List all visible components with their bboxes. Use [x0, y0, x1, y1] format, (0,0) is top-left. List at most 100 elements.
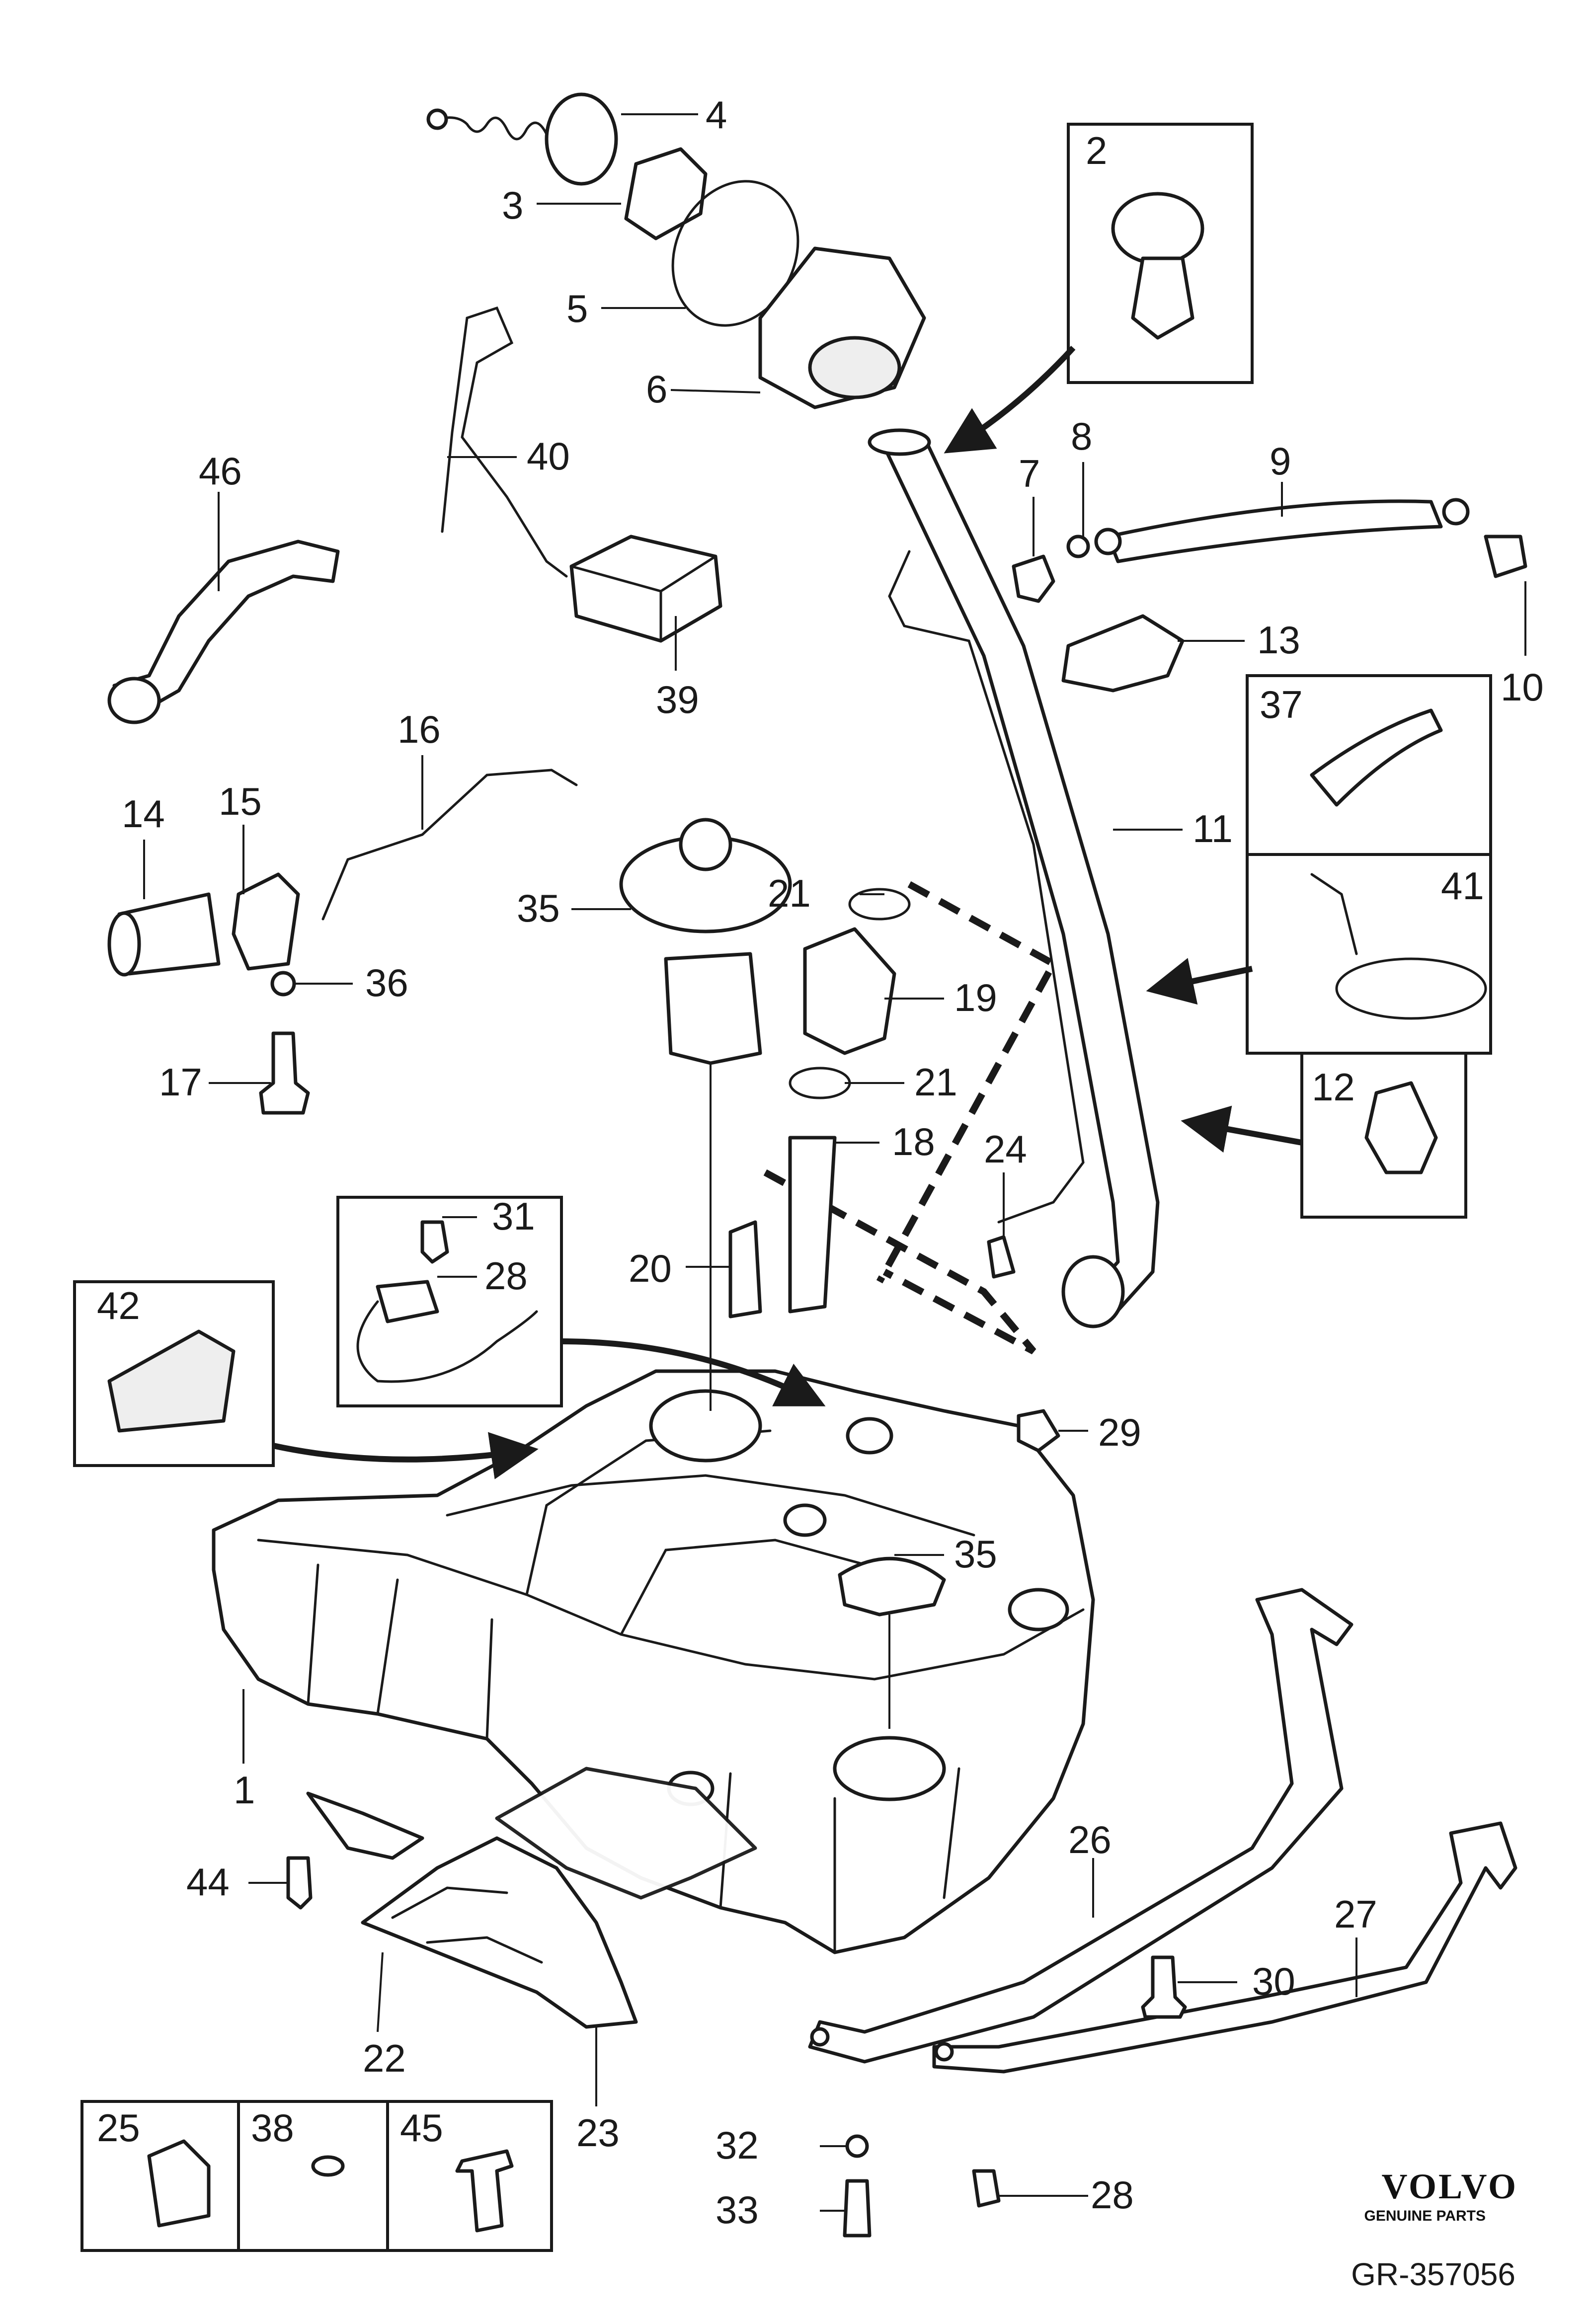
- washer-8: [1066, 535, 1090, 558]
- bolt-10: [1484, 535, 1527, 578]
- callout-43: 42: [97, 1284, 140, 1327]
- dashed-outline-upper: [876, 881, 1058, 1284]
- arrow-pad-to-tank: [272, 1432, 539, 1479]
- bolt-31: [1141, 1955, 1187, 2019]
- brand-tagline: GENUINE PARTS: [1364, 2208, 1486, 2224]
- callout-8: 8: [1071, 414, 1092, 458]
- filler-pipe: [868, 428, 1160, 1328]
- hose-19: [789, 888, 911, 1099]
- filter-bracket-15: [232, 872, 300, 971]
- callout-44: 44: [186, 1860, 230, 1904]
- callout-16: 16: [398, 707, 441, 751]
- pad-38: [1310, 708, 1443, 807]
- screw-44: [286, 1856, 313, 1910]
- wiring-41: [441, 306, 568, 578]
- callout-40: 39: [656, 678, 699, 721]
- vent-hose-46: [107, 540, 340, 724]
- callout-25: 24: [984, 1127, 1027, 1171]
- fuel-cap: [426, 92, 708, 240]
- callout-32: 31: [492, 1194, 535, 1238]
- arrow-clip-to-pipe: [1146, 958, 1253, 1005]
- screw-39: [311, 2155, 345, 2177]
- washer-33: [845, 2134, 869, 2158]
- callout-11: 11: [1193, 807, 1233, 851]
- arrow-clip12-to-pipe: [1181, 1105, 1303, 1153]
- callout-24: 25: [97, 2106, 140, 2150]
- callout-2: 2: [1086, 129, 1107, 172]
- callout-27: 27: [1334, 1892, 1377, 1936]
- callout-22: 22: [363, 2036, 406, 2080]
- drawing-code: GR-357056: [1351, 2256, 1515, 2292]
- callout-23: 23: [576, 2111, 620, 2155]
- clip-30: [1017, 1409, 1060, 1453]
- callout-29: 28: [484, 1254, 528, 1298]
- fuel-filter-14: [107, 892, 221, 977]
- callout-17: 17: [159, 1060, 202, 1104]
- bolt-34: [843, 2179, 872, 2238]
- callout-7: 7: [1019, 452, 1040, 495]
- callout-28: 28: [1091, 2173, 1134, 2217]
- callout-15: 15: [219, 779, 262, 823]
- nut-24: [147, 2139, 211, 2228]
- tank-strap: [808, 1588, 1517, 2074]
- callout-12: 12: [1312, 1065, 1355, 1109]
- callout-21-top: 21: [768, 871, 811, 915]
- screw-32: [420, 1220, 449, 1264]
- control-module-40: [569, 535, 722, 643]
- callout-10: 10: [1501, 665, 1544, 709]
- callout-18: 18: [892, 1120, 935, 1163]
- fuel-pump-35: [619, 818, 792, 1065]
- callout-36: 35: [954, 1532, 997, 1576]
- callout-37: 36: [365, 961, 408, 1005]
- callout-20: 20: [629, 1246, 672, 1290]
- callout-33: 32: [716, 2123, 759, 2167]
- heat-shield: [306, 1791, 638, 2029]
- callout-26: 26: [1068, 1818, 1112, 1861]
- callout-42: 41: [1441, 864, 1484, 908]
- callout-46: 46: [199, 449, 242, 493]
- callout-45: 45: [400, 2106, 443, 2150]
- ground-strap: [1094, 498, 1470, 563]
- sensor-29: [356, 1280, 538, 1383]
- callout-4: 4: [706, 93, 727, 137]
- fuel-tank: [212, 1369, 1095, 1954]
- inset-frame-42: [1246, 853, 1492, 1055]
- bolt-7: [1012, 554, 1055, 603]
- callout-13: 13: [1257, 618, 1300, 662]
- arrow-clamp-to-pipe: [944, 345, 1076, 454]
- callout-38: 37: [1260, 683, 1303, 726]
- clip-12: [1364, 1081, 1438, 1174]
- bolt-17: [259, 1031, 310, 1115]
- callout-31: 30: [1252, 1959, 1295, 2003]
- callout-3: 3: [502, 183, 523, 227]
- inset-frame-39: [237, 2100, 389, 2252]
- filler-housing: [758, 246, 926, 409]
- dashed-outline-lower: [763, 1169, 1036, 1355]
- leader-6: [670, 389, 761, 393]
- brand-logo: VOLVO: [1381, 2167, 1518, 2206]
- inset-frame-45: [386, 2100, 553, 2252]
- callout-1: 1: [234, 1768, 255, 1812]
- callout-6: 6: [646, 367, 667, 411]
- callout-41: 40: [527, 434, 570, 478]
- callouts: 4 3 5 6 2 7 8 9 10 13 11 37 41 12 40 39 …: [97, 93, 1544, 2232]
- fuel-line-16: [321, 769, 578, 921]
- clip-42: [1310, 873, 1487, 1020]
- washer-37: [270, 971, 296, 997]
- callout-9: 9: [1270, 439, 1291, 483]
- callout-30: 29: [1098, 1410, 1141, 1454]
- tube-20: [728, 1220, 762, 1318]
- callout-35: 35: [517, 886, 560, 930]
- callout-5: 5: [566, 287, 588, 330]
- callout-39: 38: [251, 2106, 294, 2150]
- callout-14: 14: [122, 792, 165, 836]
- bolt-45: [455, 2149, 514, 2233]
- inset-clamp-2: [1111, 192, 1204, 340]
- arrow-sensor-to-tank: [561, 1338, 826, 1406]
- callout-21-bottom: 21: [914, 1060, 957, 1104]
- callout-34: 33: [716, 2188, 759, 2232]
- sender-36: [838, 1556, 946, 1617]
- clip-28: [972, 2169, 1001, 2208]
- bracket-13: [1061, 614, 1185, 693]
